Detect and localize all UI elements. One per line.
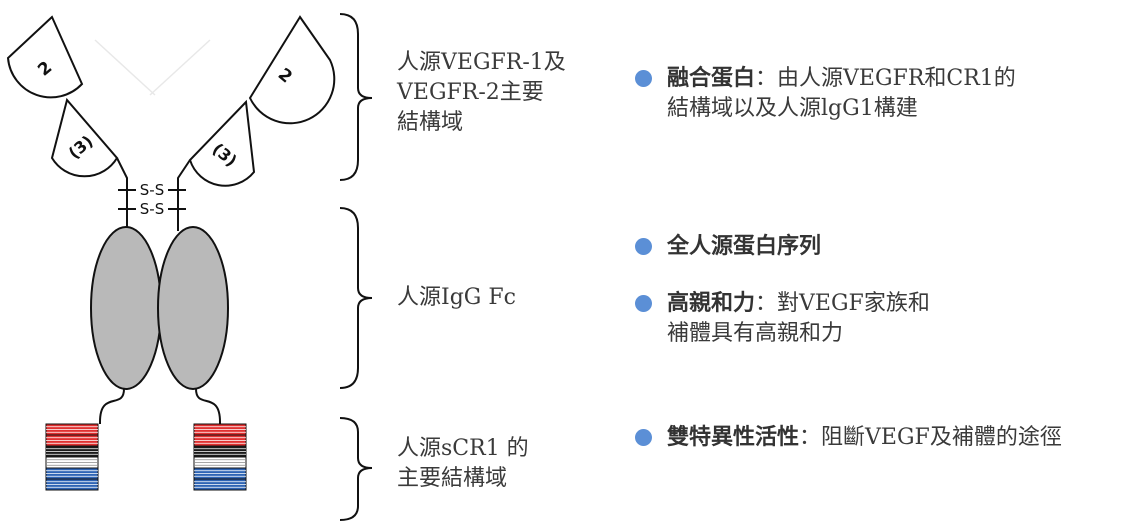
feature-description-line-2: 補體具有高親和力 <box>667 321 844 346</box>
feature-title: 融合蛋白 <box>667 65 756 91</box>
feature-title: 全人源蛋白序列 <box>667 233 822 259</box>
feature-fusion-protein: 融合蛋白：由人源VEGFR和CR1的 結構域以及人源lgG1構建 <box>635 63 1016 124</box>
right-domain-2: 2 <box>248 15 336 125</box>
feature-description: 對VEGF家族和 <box>777 291 930 316</box>
left-domain-3: (3) <box>50 97 119 178</box>
disulfide-bond-2-label: S-S <box>140 200 164 218</box>
arm-guide-lines <box>94 39 211 96</box>
feature-separator: ： <box>799 425 822 450</box>
label-vegfr-domains: 人源VEGFR-1及 VEGFR-2主要 結構域 <box>397 48 566 138</box>
feature-separator: ： <box>755 291 778 316</box>
label-igg-fc: 人源IgG Fc <box>397 285 516 310</box>
bullet-dot-icon <box>635 295 652 312</box>
label-vegfr-line-2: VEGFR-2主要 <box>397 80 544 105</box>
label-scr1-line-2: 主要結構域 <box>397 466 508 491</box>
left-domain-2: 2 <box>6 15 84 99</box>
scr1-right-block <box>193 423 247 491</box>
right-domain-3: (3) <box>188 99 256 187</box>
feature-title: 高親和力 <box>667 290 756 316</box>
bullet-dot-icon <box>635 238 652 255</box>
right-arm-connector <box>177 159 191 231</box>
feature-fully-human: 全人源蛋白序列 <box>635 231 821 262</box>
disulfide-bonds: S-S S-S <box>118 181 186 218</box>
brace-vegfr <box>339 13 373 181</box>
feature-separator: ： <box>755 66 778 91</box>
label-vegfr-line-1: 人源VEGFR-1及 <box>397 50 566 75</box>
left-linker <box>99 388 125 424</box>
label-vegfr-line-3: 結構域 <box>397 110 464 135</box>
feature-description-line-2: 結構域以及人源lgG1構建 <box>667 96 918 121</box>
brace-fc <box>339 207 373 389</box>
feature-description: 由人源VEGFR和CR1的 <box>777 66 1016 91</box>
left-arm-connector <box>116 157 128 231</box>
bullet-dot-icon <box>635 70 652 87</box>
fc-right-ellipse <box>157 226 229 390</box>
feature-description: 阻斷VEGF及補體的途徑 <box>821 425 1062 450</box>
feature-bispecific: 雙特異性活性：阻斷VEGF及補體的途徑 <box>635 422 1062 453</box>
fc-left-ellipse <box>90 226 162 390</box>
feature-high-affinity: 高親和力：對VEGF家族和 補體具有高親和力 <box>635 288 930 349</box>
bullet-dot-icon <box>635 429 652 446</box>
right-linker <box>195 388 221 424</box>
scr1-left-block <box>45 423 99 491</box>
feature-title: 雙特異性活性 <box>667 424 800 450</box>
label-scr1-domains: 人源sCR1 的 主要結構域 <box>397 434 529 494</box>
disulfide-bond-1-label: S-S <box>140 181 164 199</box>
label-scr1-line-1: 人源sCR1 的 <box>397 436 529 461</box>
brace-scr1 <box>339 417 373 521</box>
